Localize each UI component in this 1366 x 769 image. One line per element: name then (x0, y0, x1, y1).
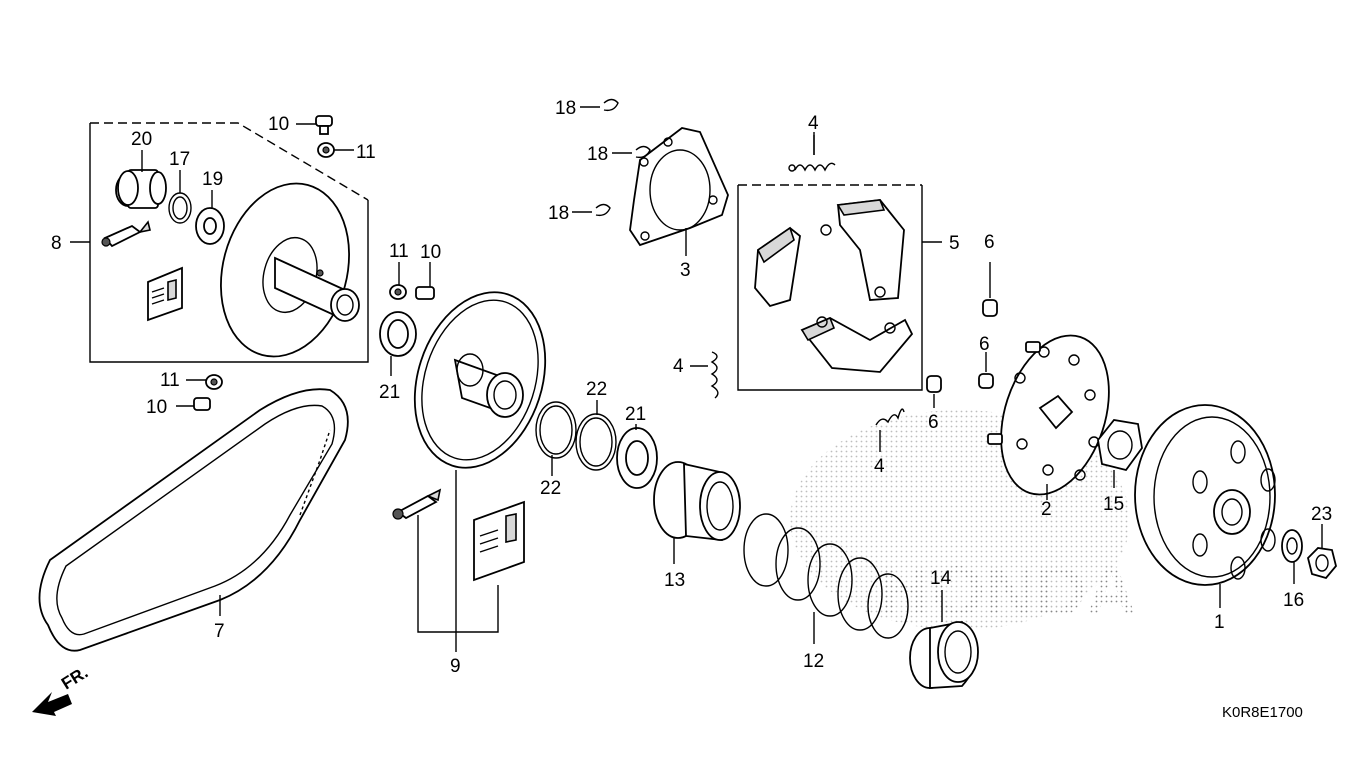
callout-10-mid: 10 (420, 242, 441, 263)
part-6-collar-b (978, 352, 994, 389)
fr-label: FR. (58, 663, 91, 694)
part-6-collar-a (982, 262, 998, 317)
part-10-bolt-top (296, 115, 333, 135)
callout-4-left: 4 (673, 356, 684, 377)
part-18-clip-c (572, 203, 611, 217)
part-12-spring (743, 513, 909, 644)
instruction-card-icon-9 (473, 500, 525, 582)
callout-6-a: 6 (984, 232, 995, 253)
callout-14: 14 (930, 568, 952, 589)
callout-7: 7 (214, 621, 225, 642)
callout-22-right: 22 (586, 379, 607, 400)
part-17-circlip (168, 170, 192, 224)
part-22-o-ring-right (575, 400, 617, 471)
part-6-collar-c (926, 375, 942, 408)
part-4-spring-left (690, 351, 719, 399)
part-18-clip-b (612, 145, 651, 159)
callout-10-low: 10 (146, 397, 167, 418)
callout-2: 2 (1041, 499, 1052, 520)
callout-11-mid: 11 (389, 241, 409, 262)
part-1-clutch-outer (1134, 404, 1276, 608)
callout-6-b: 6 (979, 334, 990, 355)
part-4-spring-mid (875, 408, 905, 452)
callout-8: 8 (51, 233, 62, 254)
callout-13: 13 (664, 570, 685, 591)
part-13-collar (653, 461, 741, 564)
part-11-collar-top (317, 142, 354, 158)
part-7-drive-belt (38, 388, 349, 652)
callout-17: 17 (169, 149, 190, 170)
part-22-o-ring-left (535, 401, 577, 476)
part-16-washer (1281, 529, 1303, 584)
part-4-spring-top (788, 132, 836, 172)
part-21-oil-seal-right (616, 424, 658, 489)
part-10-bolt-low (176, 397, 211, 411)
callout-22-left: 22 (540, 478, 561, 499)
callout-3: 3 (680, 260, 691, 281)
part-15-nut (1097, 419, 1143, 488)
part-9-driven-face (413, 291, 547, 469)
callout-4-mid: 4 (874, 456, 885, 477)
diagram-code: K0R8E1700 (1222, 704, 1303, 721)
watermark-text: HONDA (880, 552, 1137, 630)
part-21-oil-seal-left (379, 311, 417, 376)
part-5-clutch-shoes (754, 199, 914, 373)
group-box-5 (737, 184, 942, 391)
callout-9: 9 (450, 656, 461, 677)
part-2-drive-plate (987, 334, 1110, 500)
callout-20: 20 (131, 129, 152, 150)
callout-4-top: 4 (808, 113, 819, 134)
bracket-9 (417, 470, 499, 652)
callout-21-right: 21 (625, 404, 646, 425)
part-20-bearing (115, 150, 167, 209)
callout-1: 1 (1214, 612, 1225, 633)
grease-tube-icon-9 (392, 488, 442, 520)
callout-11-low: 11 (160, 370, 180, 391)
instruction-card-icon (147, 266, 183, 322)
callout-19: 19 (202, 169, 223, 190)
callout-18-a: 18 (555, 98, 576, 119)
part-23-nut (1307, 524, 1337, 580)
callout-23: 23 (1311, 504, 1332, 525)
part-19-bearing (195, 190, 225, 245)
callout-15: 15 (1103, 494, 1124, 515)
part-14-cap (909, 590, 979, 689)
callout-21-left: 21 (379, 382, 400, 403)
callout-18-c: 18 (548, 203, 569, 224)
front-direction-arrow: FR. (32, 663, 91, 716)
callout-5: 5 (949, 233, 960, 254)
callout-6-c: 6 (928, 412, 939, 433)
part-3-plate (629, 127, 729, 256)
callout-10-top: 10 (268, 114, 289, 135)
part-11-collar-mid (389, 262, 407, 300)
group-box-8 (70, 122, 369, 363)
grease-tube-icon (101, 220, 151, 248)
part-18-clip-a (580, 98, 619, 112)
callout-12: 12 (803, 651, 824, 672)
part-10-bolt-mid (415, 262, 435, 300)
callout-11-top: 11 (356, 142, 376, 163)
part-11-collar-low (186, 374, 223, 390)
callout-16: 16 (1283, 590, 1304, 611)
part-8-movable-face (220, 182, 360, 358)
callout-18-b: 18 (587, 144, 608, 165)
